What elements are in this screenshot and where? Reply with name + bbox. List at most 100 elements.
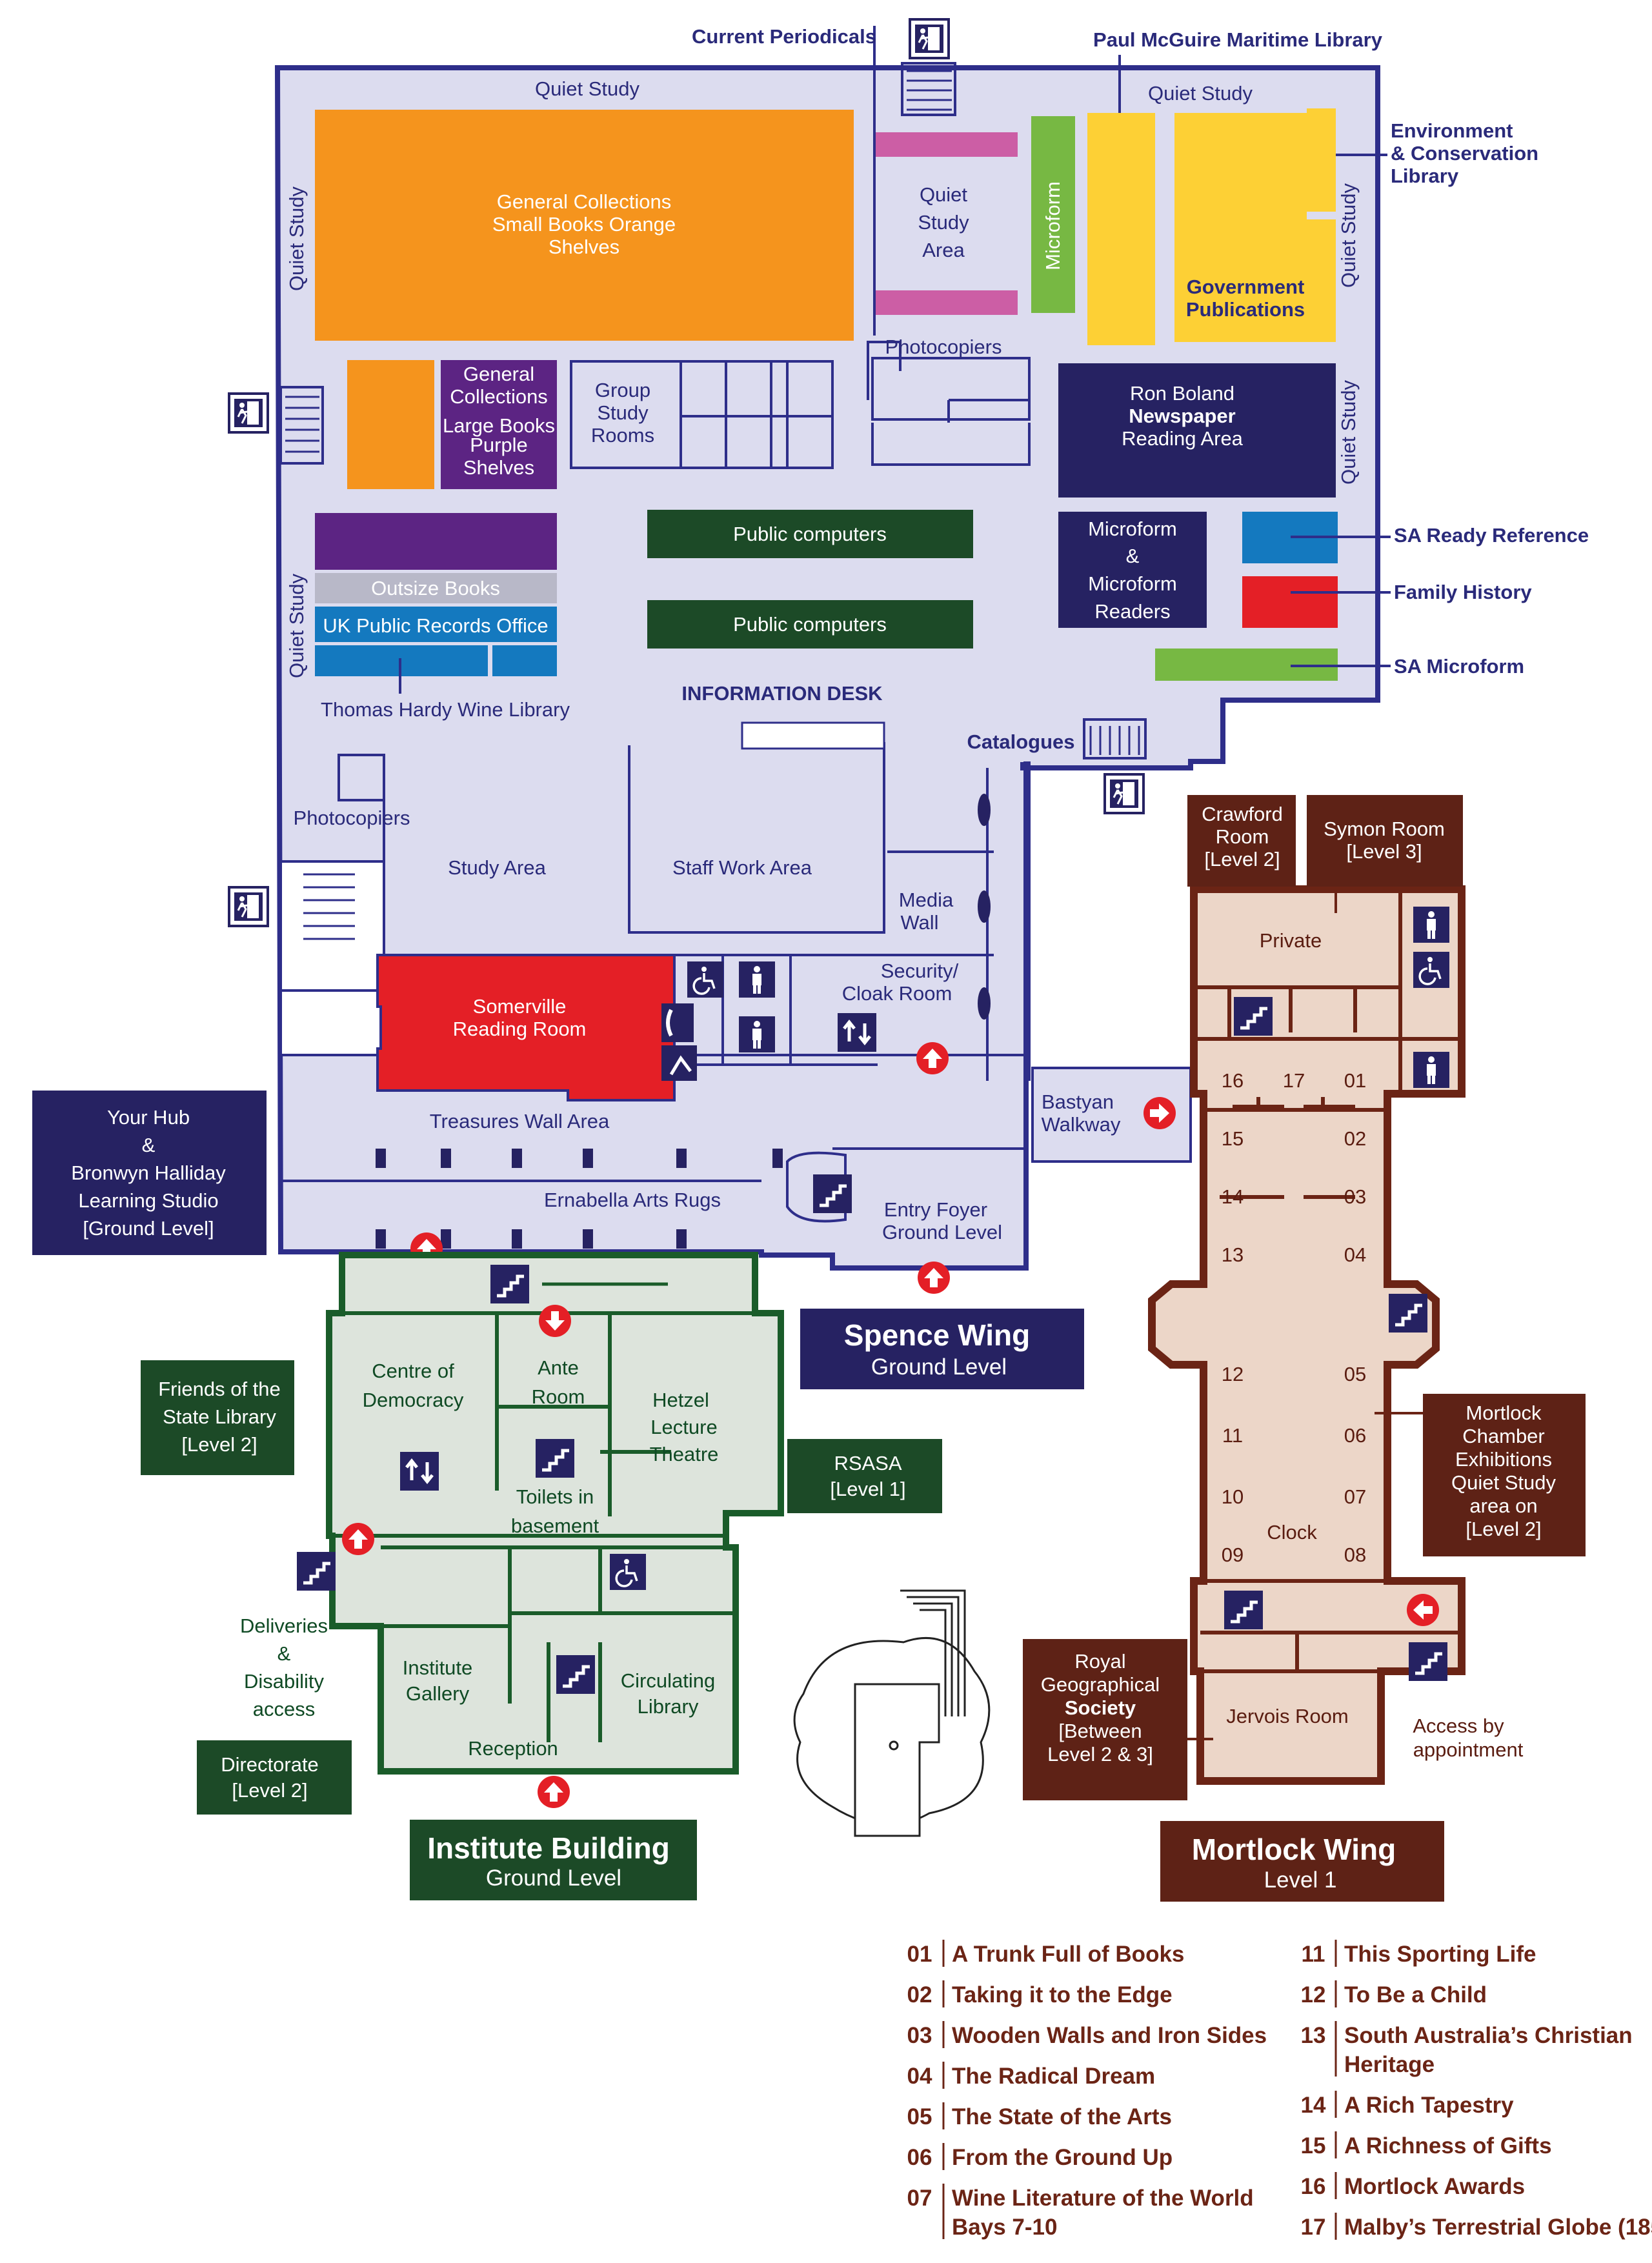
stairs-icon bbox=[536, 1439, 574, 1478]
quiet-study-area-label: Quiet Study Area bbox=[918, 183, 969, 261]
stairs-icon bbox=[1234, 997, 1273, 1036]
svg-text:[Level 2]: [Level 2] bbox=[1466, 1518, 1541, 1540]
legend-text: Wooden Walls and Iron Sides bbox=[952, 2023, 1267, 2048]
svg-text:Government: Government bbox=[1187, 276, 1305, 298]
group-study-rooms-label: Group Study Rooms bbox=[591, 379, 654, 447]
svg-text:Ante: Ante bbox=[538, 1356, 579, 1379]
svg-text:Area: Area bbox=[922, 239, 965, 261]
svg-text:Chamber: Chamber bbox=[1462, 1425, 1545, 1447]
svg-text:[Between: [Between bbox=[1058, 1720, 1142, 1742]
entrance-arrow-icon bbox=[342, 1523, 374, 1555]
entrance-arrow-icon bbox=[539, 1305, 571, 1337]
photocopiers-left-label: Photocopiers bbox=[294, 807, 410, 829]
sa-microform-label: SA Microform bbox=[1394, 655, 1524, 678]
accessible-icon bbox=[609, 1553, 647, 1591]
svg-text:General: General bbox=[463, 363, 534, 385]
legend-number: 04 bbox=[907, 2064, 932, 2089]
svg-text:03: 03 bbox=[1344, 1185, 1366, 1208]
svg-text:09: 09 bbox=[1222, 1544, 1244, 1566]
svg-text:Large Books: Large Books bbox=[443, 414, 555, 437]
family-history-label: Family History bbox=[1394, 581, 1532, 603]
lift-icon bbox=[400, 1452, 439, 1491]
svg-text:Deliveries: Deliveries bbox=[240, 1614, 328, 1637]
legend-text: This Sporting Life bbox=[1344, 1942, 1536, 1967]
svg-text:[Level 2]: [Level 2] bbox=[181, 1433, 257, 1456]
legend-text: The State of the Arts bbox=[952, 2104, 1172, 2129]
svg-text:Library: Library bbox=[638, 1695, 699, 1718]
toilet-icon bbox=[1413, 1052, 1449, 1088]
legend-text: Wine Literature of the World bbox=[952, 2186, 1254, 2211]
legend-text: A Rich Tapestry bbox=[1344, 2093, 1514, 2118]
svg-text:[Level 3]: [Level 3] bbox=[1346, 840, 1422, 863]
svg-text:Ron Boland: Ron Boland bbox=[1130, 382, 1234, 405]
legend-number: 07 bbox=[907, 2186, 932, 2211]
legend-number: 14 bbox=[1301, 2093, 1326, 2118]
entrance-arrow-icon bbox=[538, 1776, 570, 1808]
svg-text:05: 05 bbox=[1344, 1363, 1366, 1385]
svg-text:Entry Foyer: Entry Foyer bbox=[884, 1198, 987, 1221]
quiet-study-left-label: Quiet Study bbox=[285, 186, 308, 291]
security-cloak-label: Security/ Cloak Room bbox=[842, 960, 959, 1005]
svg-text:access: access bbox=[253, 1698, 315, 1720]
svg-text:Hetzel: Hetzel bbox=[652, 1389, 709, 1411]
accessible-icon bbox=[1412, 950, 1451, 989]
ernabella-label: Ernabella Arts Rugs bbox=[544, 1189, 721, 1211]
svg-text:Rooms: Rooms bbox=[591, 424, 654, 447]
quiet-study-right-2-label: Quiet Study bbox=[1337, 380, 1360, 485]
svg-text:[Level 1]: [Level 1] bbox=[830, 1478, 905, 1500]
svg-text:Democracy: Democracy bbox=[363, 1389, 464, 1411]
paul-mcguire-label: Paul McGuire Maritime Library bbox=[1093, 28, 1383, 51]
svg-text:& Conservation: & Conservation bbox=[1391, 142, 1538, 165]
svg-text:Mortlock: Mortlock bbox=[1466, 1402, 1542, 1424]
legend-text: Mortlock Awards bbox=[1344, 2174, 1525, 2199]
svg-text:General Collections: General Collections bbox=[497, 190, 672, 213]
legend-number: 03 bbox=[907, 2023, 932, 2048]
legend-text: Malby’s Terrestrial Globe (1859) bbox=[1344, 2215, 1652, 2240]
svg-text:Friends of the: Friends of the bbox=[158, 1378, 281, 1400]
svg-text:Small Books Orange: Small Books Orange bbox=[492, 213, 676, 236]
svg-text:Exhibitions: Exhibitions bbox=[1455, 1448, 1552, 1471]
jervois-room-label: Jervois Room bbox=[1226, 1705, 1349, 1727]
svg-text:&: & bbox=[277, 1642, 291, 1665]
access-label: Access by appointment bbox=[1413, 1715, 1523, 1761]
general-collections-purple-label: General Collections Large Books Purple S… bbox=[443, 363, 555, 479]
legend-text: From the Ground Up bbox=[952, 2145, 1173, 2170]
garden-sculpture bbox=[793, 1589, 991, 1837]
toilets-label: Toilets in basement bbox=[511, 1485, 599, 1537]
photocopiers-top-label: Photocopiers bbox=[885, 336, 1002, 358]
mortlock-chamber-label: Mortlock Chamber Exhibitions Quiet Study… bbox=[1451, 1402, 1556, 1540]
svg-text:Theatre: Theatre bbox=[650, 1443, 719, 1465]
legend-number: 06 bbox=[907, 2145, 932, 2170]
bay-numbers: 16 17 01 15 02 14 03 13 04 12 05 11 06 1… bbox=[1222, 1069, 1366, 1566]
svg-text:Lecture: Lecture bbox=[650, 1416, 717, 1438]
svg-text:RSASA: RSASA bbox=[834, 1452, 902, 1474]
public-computers-2-label: Public computers bbox=[733, 613, 887, 636]
treasures-wall-label: Treasures Wall Area bbox=[430, 1110, 610, 1132]
legend-number: 17 bbox=[1301, 2215, 1326, 2240]
svg-text:basement: basement bbox=[511, 1514, 599, 1537]
stairs-icon bbox=[490, 1265, 529, 1303]
general-collections-purple-area bbox=[441, 360, 557, 489]
legend-number: 05 bbox=[907, 2104, 932, 2129]
accessible-icon bbox=[686, 960, 725, 999]
svg-text:Quiet: Quiet bbox=[920, 183, 967, 206]
spence-wing: Quiet Study Quiet Study Quiet Study Quie… bbox=[32, 18, 1589, 1389]
svg-text:Microform: Microform bbox=[1088, 518, 1177, 540]
svg-text:07: 07 bbox=[1344, 1485, 1366, 1508]
svg-text:[Level 2]: [Level 2] bbox=[232, 1779, 307, 1802]
stairs-icon bbox=[1224, 1591, 1263, 1629]
svg-text:Media: Media bbox=[899, 889, 954, 911]
uk-public-records-label: UK Public Records Office bbox=[323, 614, 548, 637]
exit-icon bbox=[909, 18, 950, 59]
svg-text:14: 14 bbox=[1222, 1185, 1244, 1208]
stairs-icon bbox=[1389, 1294, 1427, 1333]
quiet-study-top-label: Quiet Study bbox=[535, 77, 640, 100]
svg-text:Bastyan: Bastyan bbox=[1042, 1091, 1114, 1113]
svg-text:Study: Study bbox=[918, 211, 969, 234]
svg-text:[Ground Level]: [Ground Level] bbox=[83, 1217, 214, 1240]
symon-room-label: Symon Room [Level 3] bbox=[1324, 818, 1445, 863]
current-periodicals-label: Current Periodicals bbox=[692, 25, 876, 48]
svg-text:Circulating: Circulating bbox=[621, 1669, 715, 1692]
friends-label: Friends of the State Library [Level 2] bbox=[158, 1378, 281, 1456]
svg-text:Toilets in: Toilets in bbox=[516, 1485, 594, 1508]
